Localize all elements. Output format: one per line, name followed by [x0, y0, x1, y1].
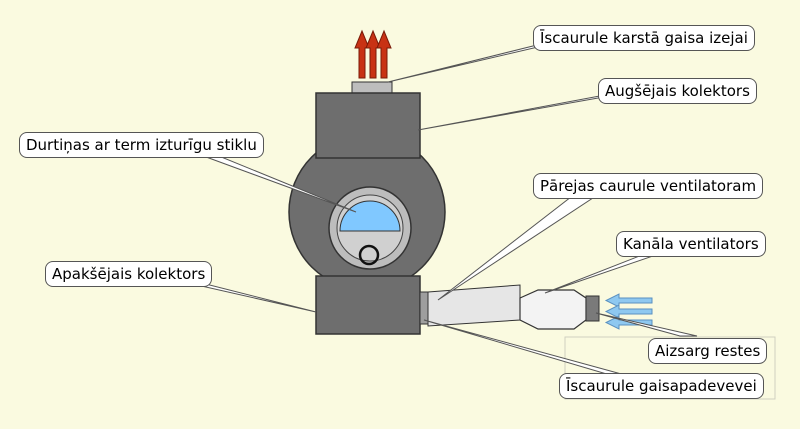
hot-air-arrows	[354, 29, 392, 79]
callout-tails	[174, 42, 698, 376]
tail-transition-pipe	[437, 189, 607, 301]
guard-grid	[585, 295, 600, 322]
guide-box	[564, 336, 776, 400]
tail-guard-grid	[595, 312, 698, 337]
lower-collector	[315, 275, 421, 335]
cold-arrow-1	[604, 293, 653, 308]
door-glass	[339, 200, 401, 232]
tail-upper-collector	[417, 94, 616, 131]
label-upper-collector: Augšējais kolektors	[598, 78, 757, 104]
label-duct-fan: Kanāla ventilators	[616, 231, 766, 257]
cold-arrow-2	[604, 304, 653, 319]
label-guard-grid: Aizsarg restes	[648, 338, 768, 364]
hot-arrow-1	[354, 29, 370, 79]
label-door-glass: Durtiņas ar term izturīgu stiklu	[19, 132, 264, 158]
duct-fan	[519, 289, 587, 330]
hot-arrow-3	[376, 29, 392, 79]
upper-collector	[315, 92, 421, 159]
tail-hot-air-outlet	[387, 42, 556, 83]
door-handle	[358, 244, 380, 266]
transition-pipe	[427, 284, 521, 327]
label-hot-air-outlet: Īscaurule karstā gaisa izejai	[533, 25, 755, 51]
label-transition-pipe: Pārejas caurule ventilatoram	[533, 173, 764, 199]
tail-air-intake-pipe	[423, 319, 626, 376]
label-lower-collector: Apakšējais kolektors	[45, 261, 213, 287]
hot-arrow-2	[365, 29, 381, 79]
hot-air-outlet-pipe	[351, 81, 393, 94]
label-air-intake-pipe: Īscaurule gaisapadevevei	[559, 373, 764, 399]
outlet-flange	[419, 291, 429, 325]
